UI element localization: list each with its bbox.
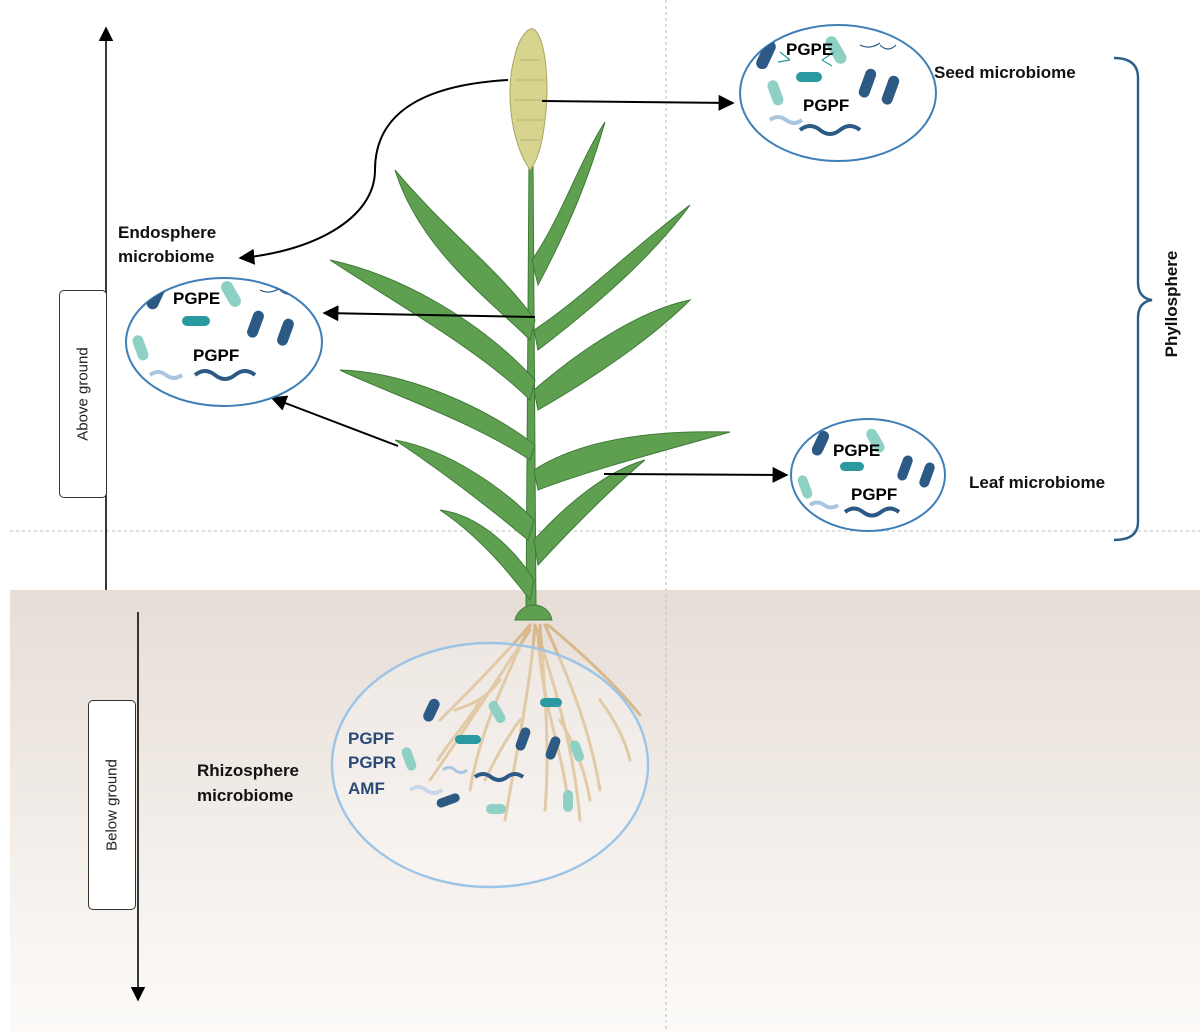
arrow-leaf-to-endosphere xyxy=(270,395,399,447)
leaf-blob-pgpe: PGPE xyxy=(833,441,881,460)
rhizosphere-label-line2: microbiome xyxy=(197,786,294,805)
endosphere-microbiome-blob xyxy=(125,277,323,407)
arrow-leaf-to-leaf-microbiome xyxy=(603,466,789,483)
rhizo-item-pgpf: PGPF xyxy=(348,729,395,748)
above-ground-box: Above ground xyxy=(59,290,107,498)
leaf-blob-pgpf: PGPF xyxy=(851,485,898,504)
rhizo-item-pgpr: PGPR xyxy=(348,753,397,772)
seed-microbiome-blob xyxy=(739,24,937,162)
sorghum-plant xyxy=(329,28,731,621)
below-ground-box: Below ground xyxy=(88,700,136,910)
arrow-panicle-to-endosphere xyxy=(238,79,509,265)
arrow-panicle-to-seed xyxy=(541,94,735,111)
seed-blob-pgpe: PGPE xyxy=(786,40,834,59)
below-ground-label: Below ground xyxy=(103,759,121,851)
endosphere-label-line2: microbiome xyxy=(118,247,215,266)
seed-blob-pgpf: PGPF xyxy=(803,96,850,115)
plant-roots xyxy=(428,623,642,822)
rhizo-item-amf: AMF xyxy=(348,779,385,798)
seed-microbiome-label: Seed microbiome xyxy=(934,63,1076,82)
rhizosphere-microbiome-blob xyxy=(330,641,650,889)
above-ground-label: Above ground xyxy=(74,347,92,441)
leaf-microbiome-blob xyxy=(790,418,946,532)
phyllosphere-label: Phyllosphere xyxy=(1162,250,1181,358)
rhizosphere-label-line1: Rhizosphere xyxy=(197,761,300,780)
endosphere-label-line1: Endosphere xyxy=(118,223,217,242)
leaf-microbiome-label: Leaf microbiome xyxy=(969,473,1106,492)
phyllosphere-bracket xyxy=(1113,56,1153,542)
soil-region xyxy=(10,590,1200,1032)
endo-blob-pgpe: PGPE xyxy=(173,289,221,308)
arrow-stem-to-endosphere xyxy=(322,305,536,322)
endo-blob-pgpf: PGPF xyxy=(193,346,240,365)
